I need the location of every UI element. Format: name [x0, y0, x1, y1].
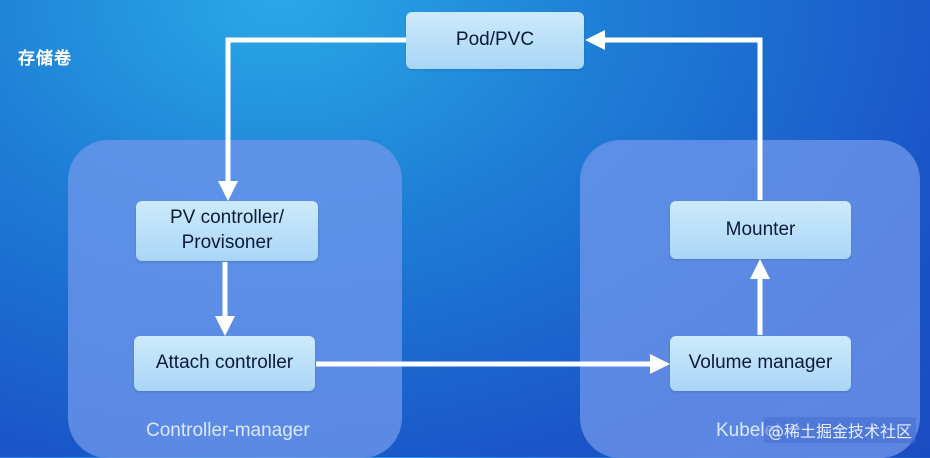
attach-controller-node: Attach controller: [134, 336, 315, 391]
controller-manager-group: Controller-manager: [68, 140, 402, 458]
volume-manager-label: Volume manager: [688, 352, 833, 374]
pv-controller-label-line1: PV controller/: [169, 207, 285, 229]
volume-manager-node: Volume manager: [670, 336, 851, 391]
page-title: 存储卷: [18, 49, 72, 69]
mounter-node: Mounter: [670, 201, 851, 259]
attach-controller-label: Attach controller: [155, 352, 294, 374]
pod-pvc-label: Pod/PVC: [455, 29, 535, 51]
mounter-label: Mounter: [725, 218, 796, 240]
pv-controller-node: PV controller/ Provisoner: [136, 201, 318, 261]
controller-manager-label: Controller-manager: [146, 420, 310, 441]
pod-pvc-node: Pod/PVC: [406, 12, 584, 69]
pv-controller-label-line2: Provisoner: [181, 232, 273, 253]
watermark: @稀土掘金技术社区: [763, 417, 916, 443]
kubelet-group: Kubelet: [580, 140, 920, 458]
